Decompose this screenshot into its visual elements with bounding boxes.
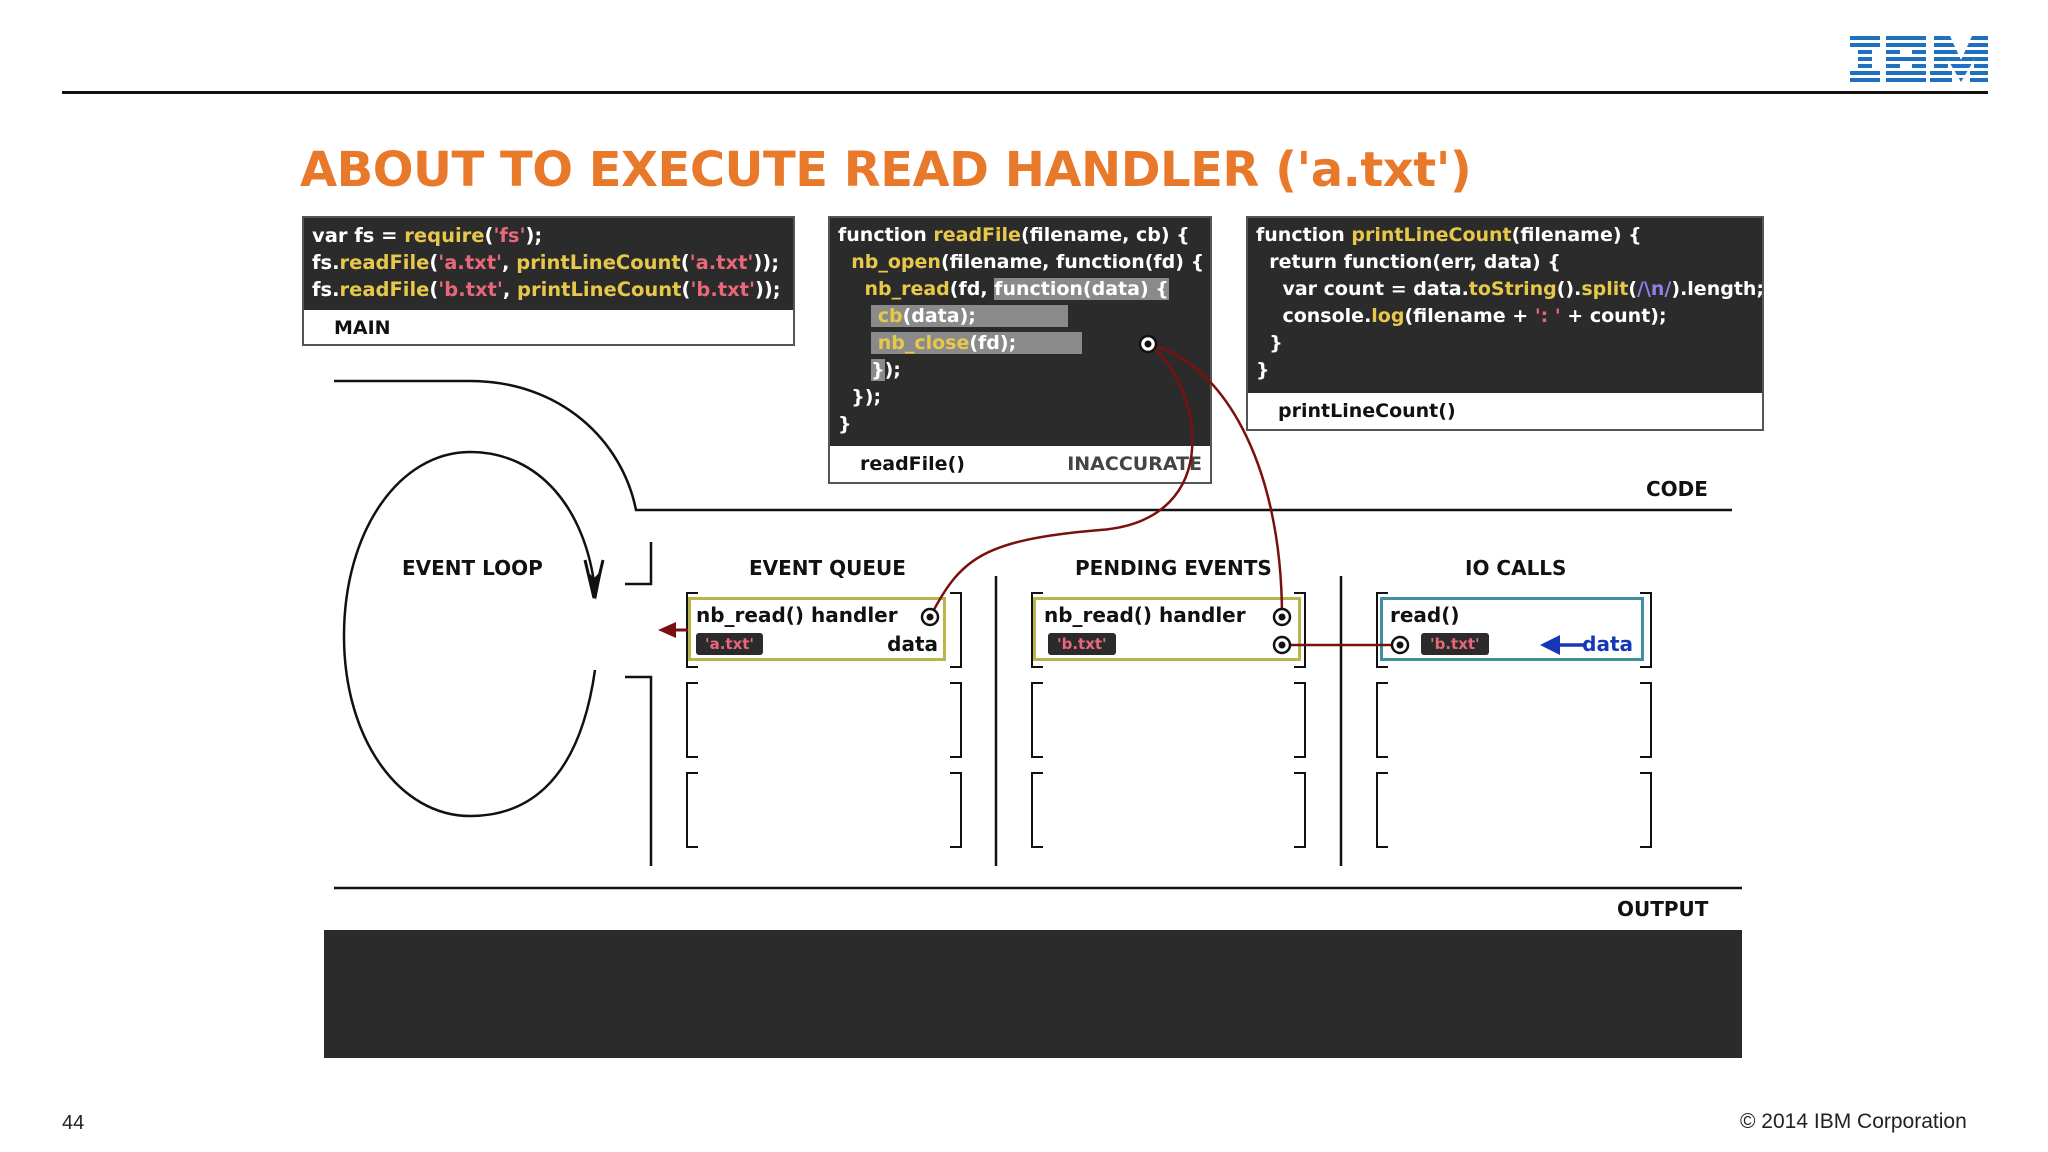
output-panel (324, 930, 1742, 1058)
queue-slot-bracket (950, 772, 962, 848)
pending-slot-bracket (1031, 772, 1043, 848)
code-line: var fs = require('fs'); (312, 224, 543, 247)
callback-link (1147, 342, 1284, 618)
entry-title: nb_read() handler (696, 603, 898, 627)
event-queue-entry: nb_read() handler 'a.txt' data (688, 597, 946, 661)
code-separator-line (334, 379, 1732, 512)
code-line: function printLineCount(filename) { (1256, 224, 1642, 246)
io-calls-label: IO CALLS (1465, 556, 1567, 580)
callback-link (928, 342, 1194, 618)
readfile-footer: readFile() INACCURATE (830, 446, 1210, 482)
pending-slot-bracket (1294, 592, 1306, 668)
code-line: console.log(filename + ': ' + count); (1256, 305, 1667, 327)
code-line: function readFile(filename, cb) { (838, 224, 1190, 246)
copyright: © 2014 IBM Corporation (1740, 1110, 1967, 1133)
readfile-footer-label: readFile() (860, 453, 965, 475)
io-slot-bracket (1376, 592, 1388, 668)
code-line: } (838, 413, 852, 435)
file-tag: 'a.txt' (696, 633, 764, 655)
dispatch-arrowhead (658, 622, 676, 638)
code-line: }); (871, 359, 901, 381)
main-footer: MAIN (334, 317, 391, 339)
queue-slot-bracket (950, 592, 962, 668)
incoming-data-label: data (1582, 632, 1633, 656)
inaccurate-label: INACCURATE (1067, 453, 1202, 475)
page-number: 44 (62, 1112, 85, 1134)
code-line: var count = data.toString().split(/\n/).… (1256, 278, 1762, 300)
output-section-label: OUTPUT (1617, 897, 1709, 921)
pending-slot-bracket (1294, 682, 1306, 758)
data-arrowhead (1540, 635, 1560, 655)
slide-title: ABOUT TO EXECUTE READ HANDLER ('a.txt') (300, 142, 1472, 198)
pending-slot-bracket (1031, 592, 1043, 668)
code-line: }); (838, 386, 882, 408)
event-queue-label: EVENT QUEUE (749, 556, 906, 580)
io-calls-entry: read() 'b.txt' data (1380, 597, 1644, 661)
code-line: fs.readFile('b.txt', printLineCount('b.t… (312, 278, 781, 301)
code-line: nb_close(fd); (838, 332, 1083, 354)
code-line: nb_read(fd, function(data) { (864, 278, 1169, 300)
pending-slot-bracket (1031, 682, 1043, 758)
entry-title: read() (1390, 603, 1460, 627)
pending-slot-bracket (1294, 772, 1306, 848)
pending-events-label: PENDING EVENTS (1075, 556, 1272, 580)
io-slot-bracket (1640, 682, 1652, 758)
file-tag: 'b.txt' (1421, 633, 1489, 655)
event-loop-arc (342, 450, 597, 818)
queue-slot-bracket (686, 772, 698, 848)
main-code-box: var fs = require('fs'); fs.readFile('a.t… (302, 216, 795, 346)
printlinecount-code: function printLineCount(filename) { retu… (1248, 218, 1762, 393)
event-loop-label: EVENT LOOP (402, 556, 543, 580)
io-slot-bracket (1640, 772, 1652, 848)
header-rule (62, 91, 1988, 94)
entry-title: nb_read() handler (1044, 603, 1246, 627)
main-code: var fs = require('fs'); fs.readFile('a.t… (304, 218, 793, 310)
code-line: fs.readFile('a.txt', printLineCount('a.t… (312, 251, 779, 274)
queue-slot-bracket (950, 682, 962, 758)
io-slot-bracket (1640, 592, 1652, 668)
code-line: } (1256, 332, 1283, 354)
code-line: cb(data); (838, 305, 1069, 327)
ibm-logo (1850, 36, 1988, 82)
code-line: nb_open(filename, function(fd) { (851, 251, 1205, 273)
io-slot-bracket (1376, 772, 1388, 848)
entry-data: data (887, 632, 938, 656)
pending-events-entry: nb_read() handler 'b.txt' (1033, 597, 1301, 661)
code-line: return function(err, data) { (1256, 251, 1561, 273)
port (920, 334, 1410, 655)
queue-slot-bracket (686, 682, 698, 758)
readfile-code: function readFile(filename, cb) { nb_ope… (830, 218, 1210, 446)
readfile-code-box: function readFile(filename, cb) { nb_ope… (828, 216, 1212, 484)
file-tag: 'b.txt' (1048, 633, 1116, 655)
printlinecount-code-box: function printLineCount(filename) { retu… (1246, 216, 1764, 431)
io-slot-bracket (1376, 682, 1388, 758)
printlinecount-footer: printLineCount() (1278, 400, 1456, 422)
code-section-label: CODE (1646, 477, 1708, 501)
code-line: } (1256, 359, 1270, 381)
